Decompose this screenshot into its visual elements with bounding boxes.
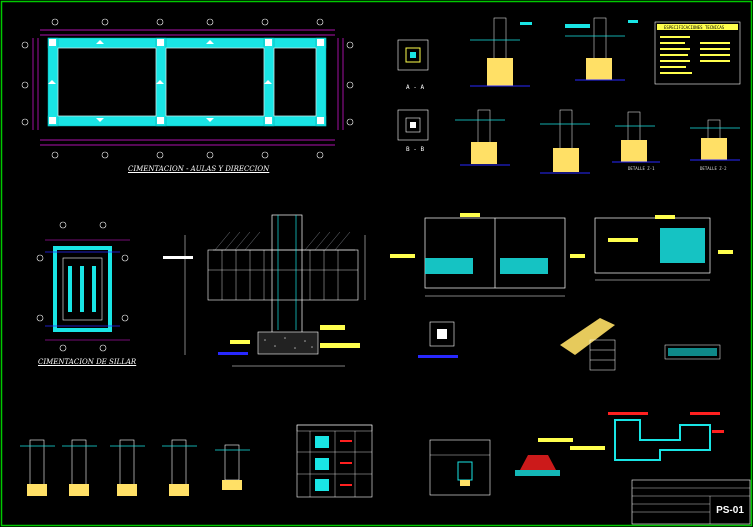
wall-footing-section (163, 214, 366, 367)
specifications-box (654, 21, 741, 85)
column-foundation-plan (36, 221, 130, 352)
detail-z1-label: DETALLE Z-1 (628, 166, 655, 171)
tank-sections (390, 213, 733, 297)
foundation-plan (21, 18, 354, 159)
small-details-middle (418, 318, 721, 371)
spec-box-heading: ESPECIFICACIONES TECNICAS (664, 25, 725, 30)
beam-schedule-table (429, 439, 491, 496)
column-foundation-title: CIMENTACION DE SILLAR (38, 358, 137, 366)
section-b-label: B - B (406, 146, 425, 153)
column-elevations (20, 439, 250, 496)
column-schedule-table (296, 424, 373, 498)
title-block (631, 479, 751, 525)
section-a-label: A - A (406, 84, 425, 91)
sheet-code: PS-01 (716, 505, 744, 516)
footing-details-top (397, 17, 740, 174)
bottom-footing-detail (515, 438, 605, 476)
stepped-wall-detail (608, 412, 724, 461)
detail-z2-label: DETALLE Z-2 (700, 166, 727, 171)
foundation-plan-title: CIMENTACION - AULAS Y DIRECCION (128, 165, 270, 173)
